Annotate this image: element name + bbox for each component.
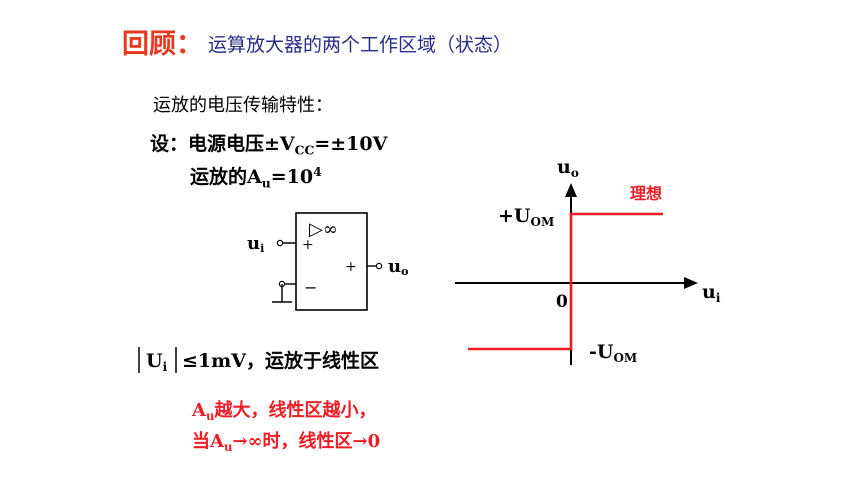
opamp-symbol: ▷∞ — [309, 219, 338, 240]
title-main: 回顾： — [122, 29, 203, 60]
transfer-graph: uo ui 0 理想 +UOM -UOM — [455, 156, 721, 365]
transfer-characteristic-label: 运放的电压传输特性： — [153, 95, 333, 116]
supply-voltage-line: 设：电源电压±VCC=±10V — [150, 133, 388, 158]
output-terminal — [375, 262, 383, 270]
plus-input-sign: + — [302, 237, 314, 253]
abs-ui-symbol: Ui — [138, 347, 177, 374]
y-axis-arrow — [565, 183, 577, 197]
note-gain-infinite: 当Au→∞时，线性区→0 — [192, 431, 381, 455]
note-gain-larger: Au越大，线性区越小， — [192, 400, 377, 424]
gain-line: 运放的Au=104 — [190, 164, 322, 191]
ideal-curve — [468, 212, 663, 351]
opamp-diagram: ▷∞ + − + ui uo — [247, 212, 408, 311]
neg-saturation-label: -UOM — [589, 341, 637, 365]
x-axis-label: ui — [702, 281, 721, 305]
origin-label: 0 — [556, 292, 568, 312]
pos-saturation-label: +UOM — [498, 205, 554, 229]
y-axis-label: uo — [557, 156, 579, 180]
title-subtitle: 运算放大器的两个工作区域（状态） — [208, 34, 513, 56]
svg-text:Ui: Ui — [146, 350, 168, 374]
input-label: ui — [247, 233, 264, 255]
minus-input-sign: − — [304, 278, 317, 297]
output-label: uo — [388, 256, 408, 278]
input-terminal — [276, 239, 284, 247]
linear-region-condition: ≤1mV，运放于线性区 — [182, 350, 379, 372]
opamp-box — [295, 212, 368, 311]
plus-output-sign: + — [345, 259, 357, 275]
x-axis-arrow — [684, 277, 698, 289]
ideal-label: 理想 — [630, 184, 662, 203]
